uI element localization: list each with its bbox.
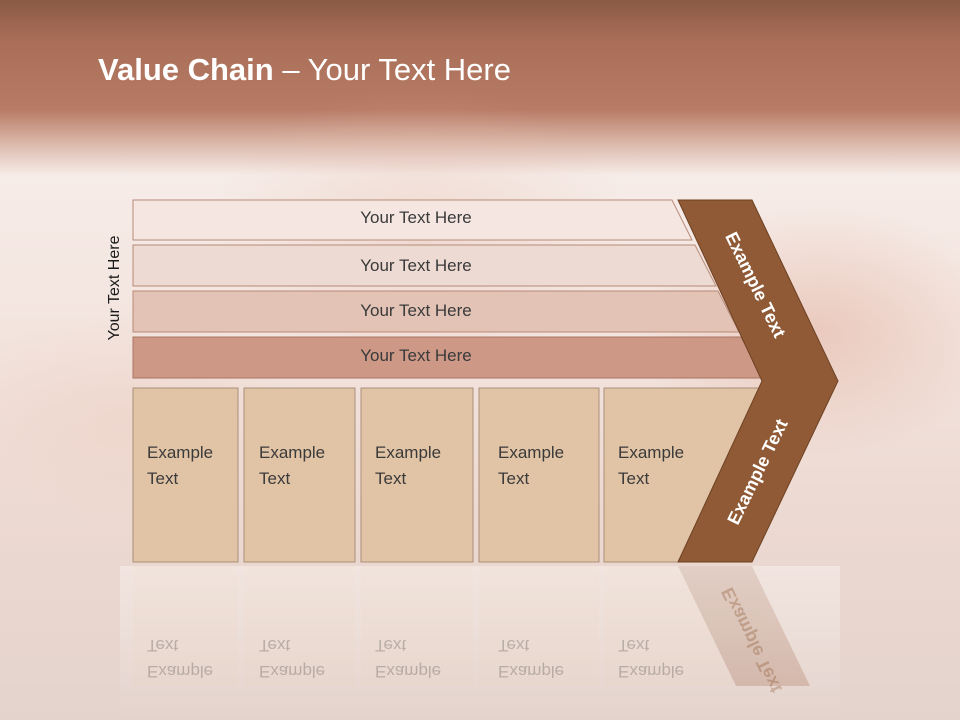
title-bold: Value Chain — [98, 52, 274, 87]
primary-box-3 — [360, 387, 474, 563]
box-reflection-1-line2: Text — [147, 636, 179, 655]
box-reflection-1-line1: Example — [147, 662, 214, 681]
box-label-4-line2: Text — [498, 469, 530, 488]
box-label-3-line2: Text — [375, 469, 407, 488]
box-label-1-line1: Example — [147, 443, 214, 462]
primary-box-1 — [132, 387, 239, 563]
box-reflection-2: Example Text — [259, 632, 325, 684]
box-label-2-line2: Text — [259, 469, 291, 488]
box-reflection-1: Example Text — [147, 632, 213, 684]
margin-chevron — [677, 199, 839, 563]
row-label-1: Your Text Here — [360, 208, 472, 227]
page-title: Value Chain – Your Text Here — [98, 52, 511, 88]
row-band-2 — [132, 244, 717, 287]
primary-box-4 — [478, 387, 600, 563]
title-rest: – Your Text Here — [273, 52, 511, 87]
box-reflection-3: Example Text — [375, 632, 441, 684]
box-reflection-4-line2: Text — [498, 636, 530, 655]
box-reflection-5: Example Text — [618, 632, 684, 684]
box-label-1-line2: Text — [147, 469, 179, 488]
box-reflection-5-line1: Example — [618, 662, 685, 681]
row-band-1 — [132, 199, 693, 241]
box-label-5-line1: Example — [618, 443, 685, 462]
primary-box-2 — [243, 387, 356, 563]
row-label-4: Your Text Here — [360, 346, 472, 365]
box-reflection-3-line2: Text — [375, 636, 407, 655]
box-label-5-line2: Text — [618, 469, 650, 488]
box-reflection-3-line1: Example — [375, 662, 442, 681]
box-label-2-line1: Example — [259, 443, 326, 462]
reflection-fade — [120, 566, 840, 720]
box-reflection-4: Example Text — [498, 632, 564, 684]
box-reflection-5-line2: Text — [618, 636, 650, 655]
box-label-4-line1: Example — [498, 443, 565, 462]
box-label-3-line1: Example — [375, 443, 442, 462]
row-label-3: Your Text Here — [360, 301, 472, 320]
box-reflection-2-line2: Text — [259, 636, 291, 655]
row-label-2: Your Text Here — [360, 256, 472, 275]
box-reflection-2-line1: Example — [259, 662, 326, 681]
box-reflection-4-line1: Example — [498, 662, 565, 681]
